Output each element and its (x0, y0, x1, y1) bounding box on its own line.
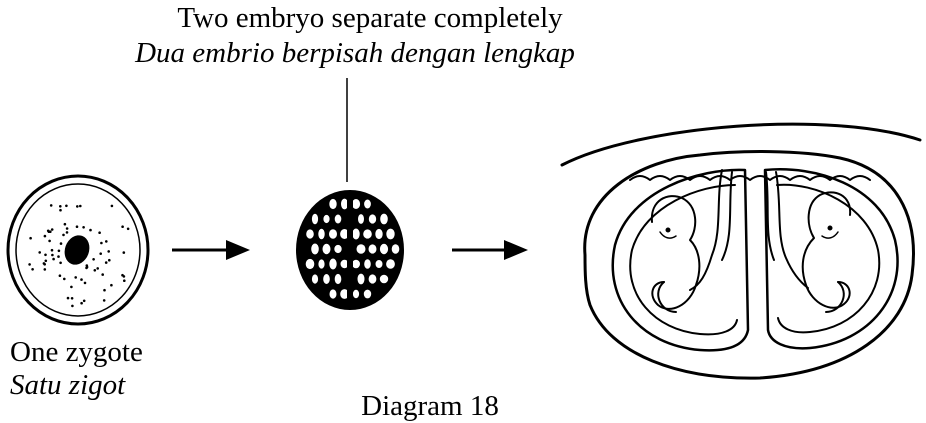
embryo-separation-label: Two embryo separate completely (0, 2, 740, 35)
zygote-nucleus (61, 232, 94, 268)
zygote-label: One zygote (10, 336, 143, 369)
diagram-caption: Diagram 18 (0, 390, 860, 423)
arrow-2 (452, 240, 528, 260)
diagram-figure: Two embryo separate completely Dua embri… (0, 0, 926, 410)
twin-fetuses-illustration (562, 124, 920, 378)
zygote-illustration (8, 176, 148, 324)
arrow-1 (172, 240, 250, 260)
dividing-embryo-illustration (296, 190, 404, 310)
embryo-separation-label-malay: Dua embrio berpisah dengan lengkap (0, 37, 710, 70)
